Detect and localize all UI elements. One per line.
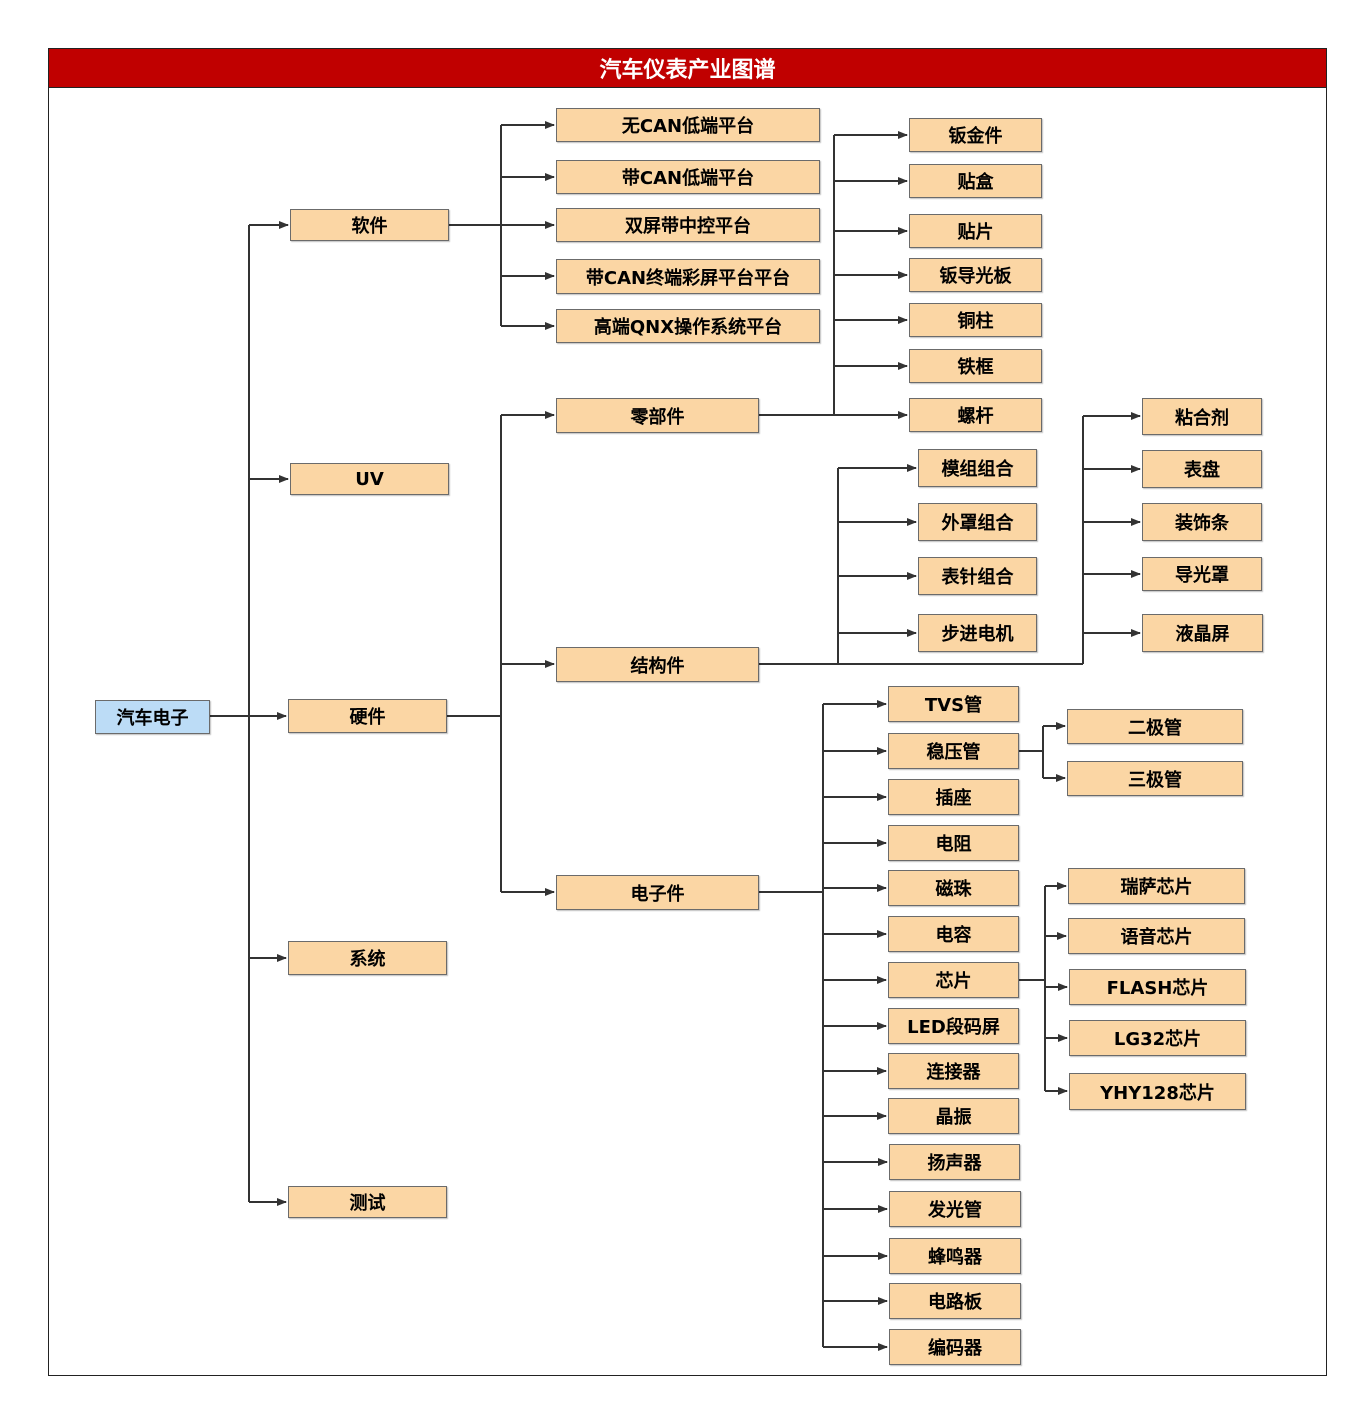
node-struct-stepper: 步进电机	[918, 614, 1037, 652]
node-sw-can-low: 带CAN低端平台	[556, 160, 820, 194]
node-software: 软件	[290, 209, 449, 241]
node-uv: UV	[290, 463, 449, 495]
node-chip-voice: 语音芯片	[1068, 918, 1245, 954]
node-parts-light-guide: 钣导光板	[909, 258, 1042, 292]
node-elec-light-tube: 发光管	[889, 1191, 1021, 1227]
node-elec-crystal: 晶振	[888, 1098, 1019, 1134]
node-parts-box: 贴盒	[909, 164, 1042, 198]
node-test: 测试	[288, 1186, 447, 1218]
node-system: 系统	[288, 941, 447, 975]
node-elec-bead: 磁珠	[888, 870, 1019, 906]
node-parts: 零部件	[556, 398, 759, 433]
node-sw-can-color: 带CAN终端彩屏平台平台	[556, 259, 820, 294]
node-elec-resistor: 电阻	[888, 825, 1019, 861]
node-electronic: 电子件	[556, 875, 759, 910]
node-elec-speaker: 扬声器	[889, 1144, 1020, 1180]
node-struct-lcd: 液晶屏	[1142, 614, 1263, 652]
node-root: 汽车电子	[95, 700, 210, 734]
node-struct-pointer: 表针组合	[918, 557, 1037, 595]
node-elec-pcb: 电路板	[889, 1283, 1021, 1319]
node-elec-encoder: 编码器	[889, 1329, 1021, 1365]
node-struct-module: 模组组合	[918, 449, 1037, 487]
node-parts-iron-frame: 铁框	[909, 349, 1042, 383]
node-hardware: 硬件	[288, 699, 447, 733]
node-zener-diode: 二极管	[1067, 709, 1243, 744]
node-chip-lg32: LG32芯片	[1069, 1020, 1246, 1056]
node-structure: 结构件	[556, 647, 759, 682]
node-sw-dual-screen: 双屏带中控平台	[556, 208, 820, 242]
node-struct-trim: 装饰条	[1142, 503, 1262, 541]
node-sw-qnx: 高端QNX操作系统平台	[556, 309, 820, 343]
node-parts-patch: 贴片	[909, 214, 1042, 248]
node-zener-triode: 三极管	[1067, 761, 1243, 796]
node-chip-flash: FLASH芯片	[1069, 969, 1246, 1005]
node-elec-tvs: TVS管	[888, 686, 1019, 722]
node-elec-connector: 连接器	[888, 1053, 1019, 1089]
node-elec-socket: 插座	[888, 779, 1019, 815]
node-elec-buzzer: 蜂鸣器	[889, 1238, 1021, 1274]
node-struct-light-cover: 导光罩	[1142, 557, 1262, 591]
node-struct-cover: 外罩组合	[918, 503, 1037, 541]
node-elec-led: LED段码屏	[888, 1008, 1019, 1044]
node-struct-dial: 表盘	[1142, 450, 1262, 488]
node-elec-chip: 芯片	[888, 962, 1019, 998]
node-parts-copper-post: 铜柱	[909, 303, 1042, 337]
diagram-title: 汽车仪表产业图谱	[48, 48, 1327, 88]
node-chip-yhy128: YHY128芯片	[1069, 1073, 1246, 1110]
node-parts-sheet-metal: 钣金件	[909, 118, 1042, 152]
node-sw-no-can-low: 无CAN低端平台	[556, 108, 820, 142]
node-elec-zener: 稳压管	[888, 733, 1019, 769]
node-chip-renesas: 瑞萨芯片	[1068, 868, 1245, 904]
node-parts-screw: 螺杆	[909, 398, 1042, 432]
node-elec-capacitor: 电容	[888, 916, 1019, 952]
node-struct-adhesive: 粘合剂	[1142, 398, 1262, 435]
